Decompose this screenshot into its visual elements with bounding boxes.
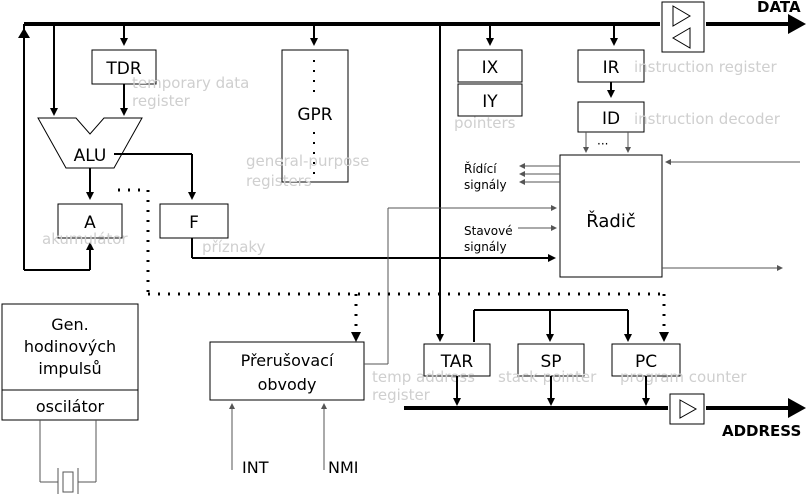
tar-annotation-2: register <box>372 386 431 404</box>
pc-label: PC <box>635 352 657 372</box>
id-dots: ··· <box>597 137 608 151</box>
ir-annotation: instruction register <box>634 58 777 76</box>
sp-label: SP <box>540 352 561 372</box>
oscillator-label: oscilátor <box>36 397 105 416</box>
status-signals-label-1: Stavové <box>464 224 513 238</box>
control-dotted-lines <box>118 188 669 342</box>
alu <box>37 117 143 169</box>
data-bus-label: DATA <box>757 0 801 16</box>
id-label: ID <box>602 109 620 129</box>
clock-label-2: hodinových <box>24 337 116 356</box>
gpr-annotation-1: general-purpose <box>246 152 369 170</box>
flags-label: F <box>189 213 199 233</box>
tdr-annotation-2: register <box>132 92 191 110</box>
gpr-label: GPR <box>297 105 332 125</box>
clock-label-3: impulsů <box>38 359 101 378</box>
accumulator-register <box>57 203 123 239</box>
alu-label: ALU <box>74 146 107 166</box>
acc-annotation: akumulátor <box>42 230 128 248</box>
controller-label: Řadič <box>586 210 635 232</box>
pointers-annotation: pointers <box>454 114 516 132</box>
int-label: INT <box>242 458 269 477</box>
flags-annotation: příznaky <box>202 238 266 256</box>
tdr-annotation-1: temporary data <box>132 74 249 92</box>
interrupt-label-2: obvody <box>258 375 317 394</box>
tar-label: TAR <box>440 352 474 372</box>
controller <box>559 154 663 278</box>
tar-annotation-1: temp address <box>372 368 475 386</box>
sp-annotation: stack pointer <box>498 368 597 386</box>
address-bus-label: ADDRESS <box>722 422 801 440</box>
tdr-label: TDR <box>105 59 141 79</box>
pc-annotation: program counter <box>620 368 747 386</box>
sp-register <box>517 343 585 377</box>
clock-generator <box>1 303 139 421</box>
clock-label-1: Gen. <box>51 315 88 334</box>
crystal-icon <box>39 420 97 494</box>
iy-register <box>457 83 523 117</box>
flags-register <box>159 203 229 239</box>
control-signals-label-1: Řídící <box>464 161 497 176</box>
interrupt-label-1: Přerušovací <box>241 351 334 370</box>
ir-label: IR <box>603 58 620 78</box>
pc-register <box>611 343 681 377</box>
gpr-annotation-2: registers <box>246 172 312 190</box>
status-signals-label-2: signály <box>464 240 507 254</box>
ix-register <box>457 49 523 83</box>
iy-label: IY <box>482 92 498 112</box>
ir-register <box>577 49 645 83</box>
data-bus <box>18 14 806 342</box>
ix-label: IX <box>482 58 499 78</box>
address-bus <box>404 398 806 418</box>
acc-label: A <box>84 213 96 233</box>
control-signals-label-2: signály <box>464 178 507 192</box>
id-annotation: instruction decoder <box>634 110 781 128</box>
nmi-label: NMI <box>328 458 359 477</box>
interrupt-circuits <box>209 341 365 401</box>
id-decoder <box>577 101 645 133</box>
address-bus-buffer <box>669 393 705 425</box>
data-bus-buffer <box>661 1 705 53</box>
tar-register <box>423 343 491 377</box>
